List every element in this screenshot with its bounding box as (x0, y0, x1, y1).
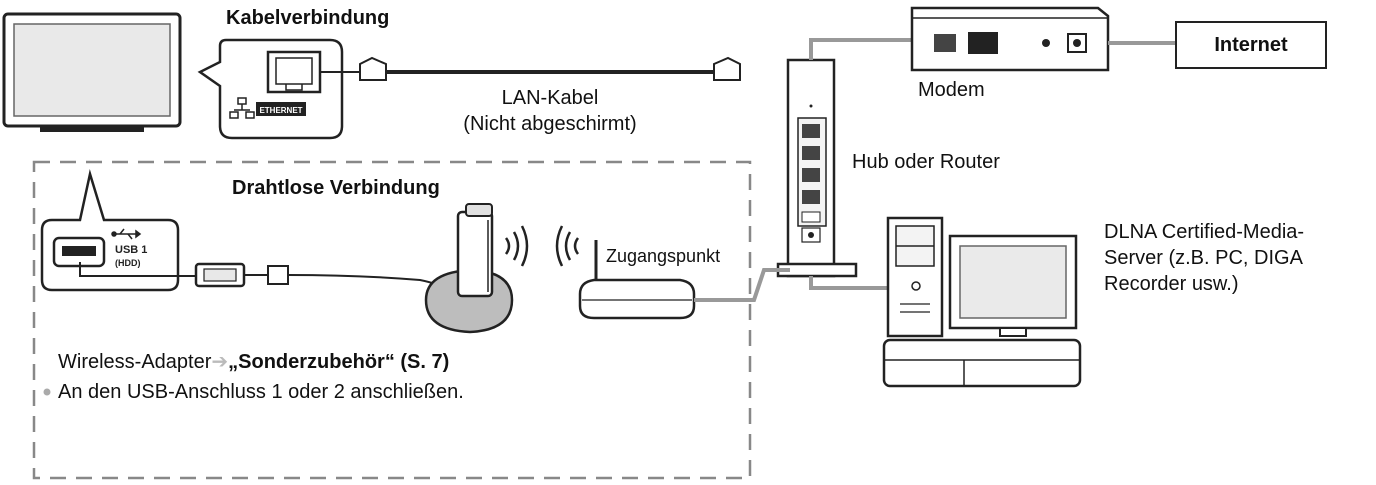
adapter-note: Wireless-Adapter➔„Sonderzubehör“ (S. 7) (58, 350, 449, 374)
modem-label: Modem (918, 79, 985, 101)
wireless-signal-icon (504, 225, 580, 267)
modem-icon (910, 6, 1110, 72)
bullet-point (43, 388, 51, 396)
usb-connection-note: An den USB-Anschluss 1 oder 2 anschließe… (58, 381, 464, 403)
hub-router-icon (776, 58, 858, 278)
usb-symbol-icon (111, 228, 142, 240)
pc-monitor-icon (948, 234, 1078, 337)
adapter-accessory-text: „Sonderzubehör“ (S. 7) (228, 351, 450, 373)
internet-label: Internet (1214, 34, 1288, 56)
pc-tower-icon (886, 216, 944, 338)
access-point-icon (578, 240, 696, 320)
usb-port-label: USB 1 (115, 244, 147, 256)
ethernet-port-text: ETHERNET (259, 106, 302, 115)
tv-icon (2, 12, 182, 132)
dlna-server-label-line3: Recorder usw.) (1104, 273, 1239, 295)
usb-port-sublabel: (HDD) (115, 258, 141, 268)
access-point-label: Zugangspunkt (606, 246, 721, 266)
accesspoint-router-cable (694, 268, 790, 302)
router-modem-cable (809, 38, 920, 60)
internet-box (1175, 21, 1327, 69)
router-pc-cable (809, 276, 888, 290)
lan-cable-label: LAN-Kabel (501, 87, 599, 109)
lan-cable (320, 56, 741, 81)
adapter-prefix-text: Wireless-Adapter (58, 351, 212, 373)
wired-connection-title: Kabelverbindung (226, 7, 390, 29)
wireless-region-border (32, 160, 752, 480)
usb-port-callout (40, 169, 180, 292)
ethernet-port-callout (197, 38, 344, 140)
lan-network-icon (229, 97, 255, 119)
dlna-server-label-line1: DLNA Certified-Media- (1104, 221, 1305, 243)
lan-cable-sublabel: (Nicht abgeschirmt) (463, 113, 637, 135)
dlna-server-label-line2: Server (z.B. PC, DIGA (1104, 247, 1303, 269)
arrow-right-icon: ➔ (211, 351, 229, 373)
recorder-icon (882, 338, 1082, 388)
wireless-adapter-icon (424, 203, 514, 334)
wireless-connection-title: Drahtlose Verbindung (232, 177, 440, 199)
hub-router-label: Hub oder Router (852, 151, 1000, 173)
